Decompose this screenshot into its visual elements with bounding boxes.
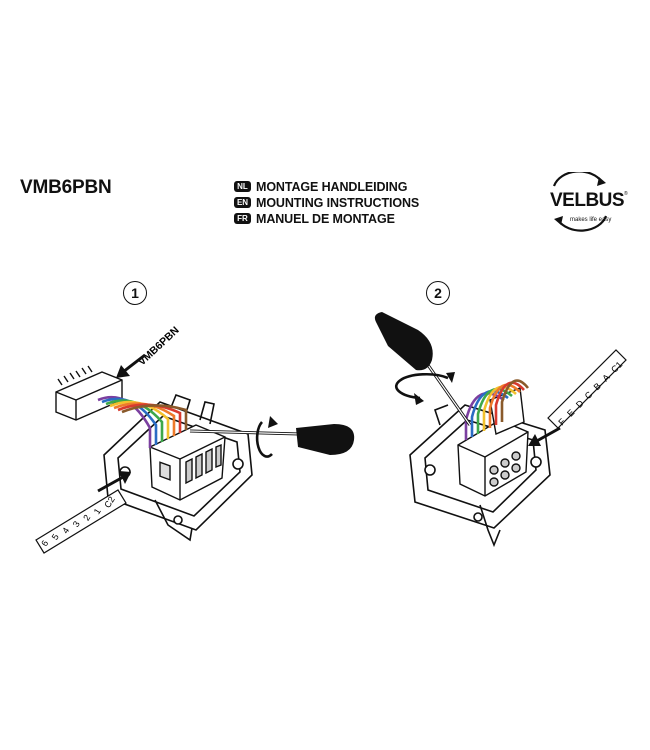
wires-1 — [97, 395, 188, 448]
logo-word: VELBUS — [550, 190, 625, 211]
ruler-2-label: F — [556, 416, 567, 427]
arrow-icon — [528, 426, 561, 446]
arrow-icon — [97, 471, 131, 493]
ruler-1-label: 1 — [92, 507, 103, 517]
step-1-number: 1 — [123, 281, 147, 305]
language-badge-en: EN — [234, 197, 251, 208]
title-fr: MANUEL DE MONTAGE — [256, 211, 395, 226]
wire — [488, 383, 521, 428]
ruler-2-label: E — [565, 407, 576, 418]
logo-registered: ® — [624, 191, 628, 197]
terminal-block-2 — [457, 387, 529, 497]
ruler-2-label: A — [600, 372, 611, 383]
ruler-1-label: 3 — [71, 519, 82, 529]
language-badge-fr: FR — [234, 213, 251, 224]
logo-arrows-icon — [552, 172, 608, 232]
step-2-number: 2 — [426, 281, 450, 305]
ruler-1-label: 4 — [60, 526, 71, 536]
wire — [482, 385, 517, 431]
logo-tagline: makes life easy — [570, 217, 612, 223]
screwdriver-2 — [374, 312, 472, 426]
ruler-2-label: B — [592, 381, 603, 392]
wire — [500, 379, 530, 422]
ruler-1-label: 5 — [50, 532, 61, 542]
wire — [470, 390, 509, 437]
wire — [121, 404, 188, 430]
model-title: VMB6PBN — [20, 177, 112, 198]
ruler-1-label: 6 — [39, 539, 50, 549]
title-row-en: EN MOUNTING INSTRUCTIONS — [234, 195, 419, 210]
wire — [494, 381, 525, 425]
step-1-device-label: VMB6PBN — [136, 324, 182, 368]
terminal-block-1 — [149, 424, 226, 501]
title-row-nl: NL MONTAGE HANDLEIDING — [234, 179, 407, 194]
screwdriver-1 — [189, 416, 355, 458]
language-badge-nl: NL — [234, 181, 251, 192]
flat-connector-1 — [55, 365, 123, 421]
title-en: MOUNTING INSTRUCTIONS — [256, 195, 420, 210]
arrow-icon — [116, 353, 146, 378]
title-row-fr: FR MANUEL DE MONTAGE — [234, 211, 395, 226]
velbus-logo: VELBUS ® makes life easy — [540, 172, 630, 232]
ruler-1-label: 2 — [81, 513, 92, 523]
wire — [476, 387, 513, 434]
title-nl: MONTAGE HANDLEIDING — [256, 179, 408, 194]
